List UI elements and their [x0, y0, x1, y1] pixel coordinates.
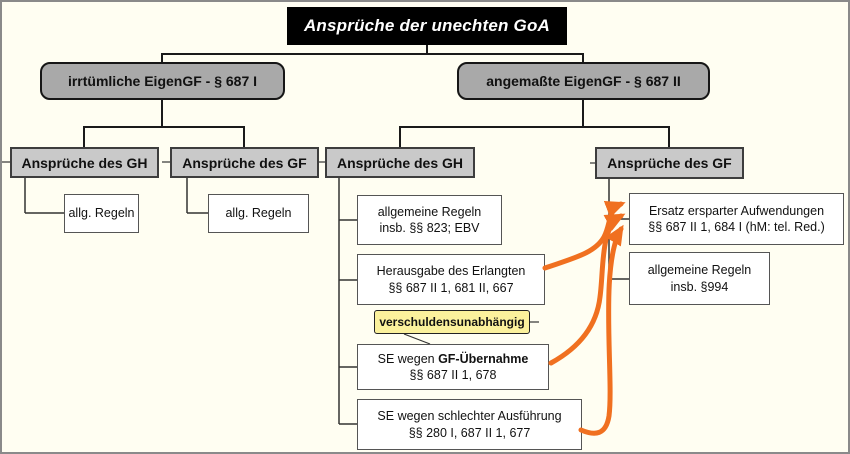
node-left-ansprueche-gf: Ansprüche des GF: [170, 147, 319, 178]
node-label: Ansprüche des GH: [21, 154, 148, 171]
arrow-herausgabe-to-ersatz: [542, 201, 626, 271]
note-callout-line: [403, 333, 431, 345]
leaf-text: allg. Regeln: [225, 206, 292, 221]
node-label: Ansprüche des GF: [607, 155, 732, 171]
node-irrtuemliche-eigengf: irrtümliche EigenGF - § 687 I: [40, 62, 285, 100]
node-label: irrtümliche EigenGF - § 687 I: [67, 73, 258, 89]
root-title: Ansprüche der unechten GoA: [303, 16, 551, 35]
node-angemasste-eigengf: angemaßte EigenGF - § 687 II: [457, 62, 710, 100]
leaf-se-gf-uebernahme: SE wegen GF-Übernahme §§ 687 II 1, 678: [357, 344, 549, 390]
note-text: verschuldensunabhängig: [379, 315, 525, 329]
leaf-line2: insb. §§ 823; EBV: [379, 221, 480, 235]
note-verschuldensunabhaengig: verschuldensunabhängig: [374, 310, 530, 334]
leaf-line1-bold: GF-Übernahme: [438, 351, 529, 366]
leaf-line2: §§ 687 II 1, 678: [409, 368, 497, 382]
leaf-text: allg. Regeln: [68, 206, 135, 221]
leaf-allgemeine-regeln-ebv: allgemeine Regeln insb. §§ 823; EBV: [357, 195, 502, 245]
leaf-line2: insb. §994: [670, 279, 729, 294]
leaf-allgemeine-regeln-994: allgemeine Regeln insb. §994: [629, 252, 770, 305]
leaf-line1: Herausgabe des Erlangten: [376, 264, 526, 278]
leaf-line1-prefix: SE wegen: [377, 351, 439, 366]
leaf-line1: SE wegen schlechter Ausführung: [377, 409, 562, 423]
leaf-herausgabe-des-erlangten: Herausgabe des Erlangten §§ 687 II 1, 68…: [357, 254, 545, 305]
node-left-ansprueche-gh: Ansprüche des GH: [10, 147, 159, 178]
leaf-line2: §§ 280 I, 687 II 1, 677: [408, 425, 531, 440]
node-right-ansprueche-gh: Ansprüche des GH: [325, 147, 475, 178]
node-right-ansprueche-gf: Ansprüche des GF: [595, 147, 744, 179]
leaf-line1: SE wegen GF-Übernahme: [378, 351, 529, 368]
arrow-uebernahme-to-ersatz: [548, 213, 626, 366]
leaf-line1: allgemeine Regeln: [647, 263, 752, 277]
node-label: Ansprüche des GF: [182, 154, 307, 171]
leaf-ersatz-ersparter-aufwendungen: Ersatz ersparter Aufwendungen §§ 687 II …: [629, 193, 844, 245]
leaf-line2: §§ 687 II 1, 681 II, 667: [388, 280, 514, 295]
leaf-left-gf-allg-regeln: allg. Regeln: [208, 194, 309, 233]
leaf-line1: Ersatz ersparter Aufwendungen: [648, 203, 825, 218]
arrow-ausfuehrung-to-ersatz: [578, 224, 624, 436]
leaf-left-gh-allg-regeln: allg. Regeln: [64, 194, 139, 233]
node-label: angemaßte EigenGF - § 687 II: [486, 73, 681, 89]
leaf-line2: §§ 687 II 1, 684 I (hM: tel. Red.): [648, 220, 825, 234]
leaf-se-schlechte-ausfuehrung: SE wegen schlechter Ausführung §§ 280 I,…: [357, 399, 582, 450]
node-label: Ansprüche des GH: [336, 154, 464, 171]
leaf-line1: allgemeine Regeln: [377, 204, 482, 219]
root-node-unechte-goa: Ansprüche der unechten GoA: [287, 7, 567, 45]
